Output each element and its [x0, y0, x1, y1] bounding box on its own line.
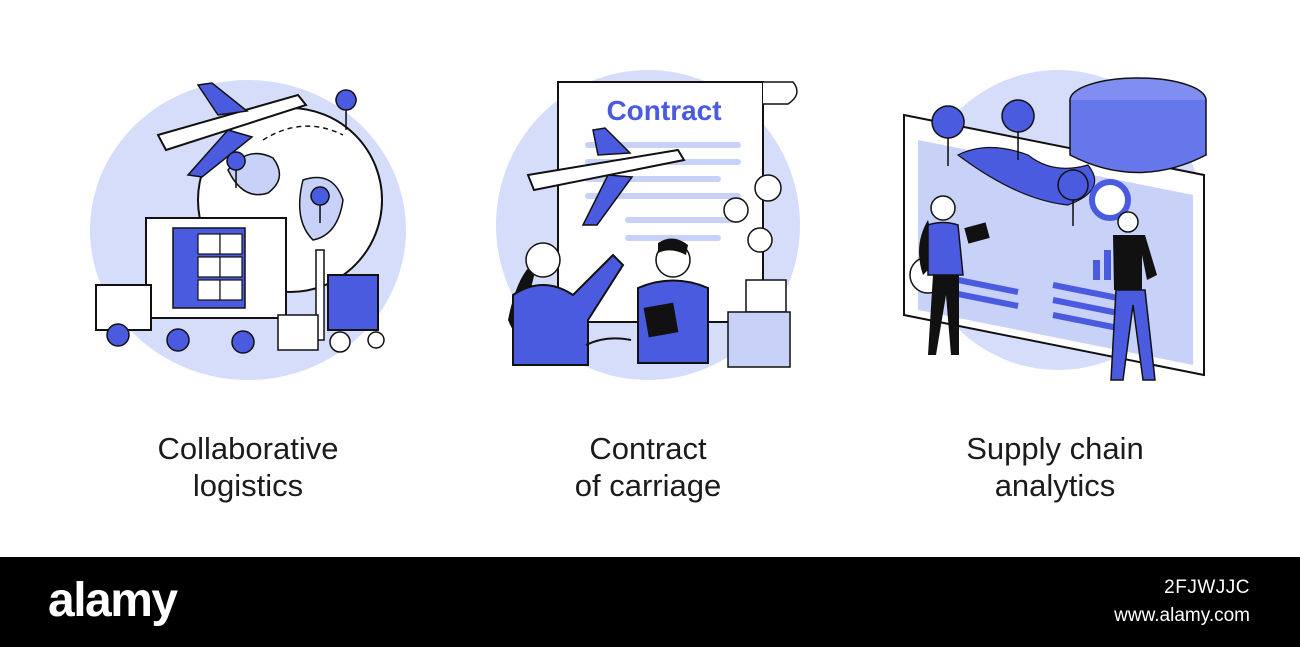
man-body [1113, 235, 1157, 290]
caption-line: Collaborative [157, 431, 339, 466]
man-hair [658, 238, 688, 255]
analytics-scene [903, 70, 1207, 381]
globe-continent [298, 176, 344, 241]
route-line [262, 125, 344, 141]
woman-head [525, 242, 561, 278]
database-cylinder [1069, 100, 1207, 174]
woman-body [927, 221, 964, 276]
tablet-icon [964, 222, 990, 244]
location-pin-icon [310, 186, 330, 224]
location-pin-icon [226, 151, 246, 189]
forklift-mast [315, 249, 325, 341]
contract-scene: Contract [496, 70, 800, 380]
caption-contract-of-carriage: Contract of carriage [478, 430, 818, 504]
handshake [585, 337, 632, 346]
illustration-canvas: Contract [78, 60, 1228, 504]
caption-line: Contract [589, 431, 707, 466]
truck-cab [95, 284, 152, 331]
airplane-icon [156, 93, 308, 152]
caption-collaborative-logistics: Collaborative logistics [78, 430, 418, 504]
logistics-scene [90, 80, 406, 380]
forklift-wheels [329, 331, 385, 353]
collaborative-logistics-illustration [78, 60, 418, 390]
cargo-boxes [197, 233, 243, 301]
woman-body [512, 253, 625, 366]
caption-line: Supply chain [966, 431, 1144, 466]
location-pin-icon [335, 89, 357, 131]
parcel-box [727, 311, 791, 368]
caption-line: analytics [994, 468, 1116, 503]
parcel-box [745, 279, 787, 313]
clipboard-icon [643, 302, 679, 338]
stock-image-id: 2FJWJJC [1164, 577, 1250, 598]
brand-logo: alamy [48, 574, 178, 627]
woman-head [930, 195, 956, 221]
document-scroll [763, 81, 798, 105]
man-head [1117, 211, 1139, 233]
forklift [327, 274, 379, 331]
caption-line: logistics [192, 468, 304, 503]
supply-chain-analytics-illustration [888, 60, 1228, 390]
donut-chart-icon [1089, 179, 1131, 221]
woman-legs [928, 275, 959, 355]
website-url: www.alamy.com [1114, 605, 1250, 626]
dollar-coin-icons [723, 174, 782, 253]
truck-wheels [106, 323, 255, 354]
airplane-icon [526, 148, 686, 192]
contract-title: Contract [606, 95, 721, 126]
contract-of-carriage-illustration: Contract [478, 60, 818, 390]
stock-footer-bar: alamy 2FJWJJC www.alamy.com [0, 557, 1300, 647]
airplane-wing [581, 127, 634, 226]
man-legs [1110, 289, 1156, 381]
caption-supply-chain-analytics: Supply chain analytics [885, 430, 1225, 504]
pallet-box [277, 314, 319, 351]
location-pin-icons [931, 99, 1089, 227]
caption-line: of carriage [574, 468, 722, 503]
airplane-wing [186, 82, 254, 178]
